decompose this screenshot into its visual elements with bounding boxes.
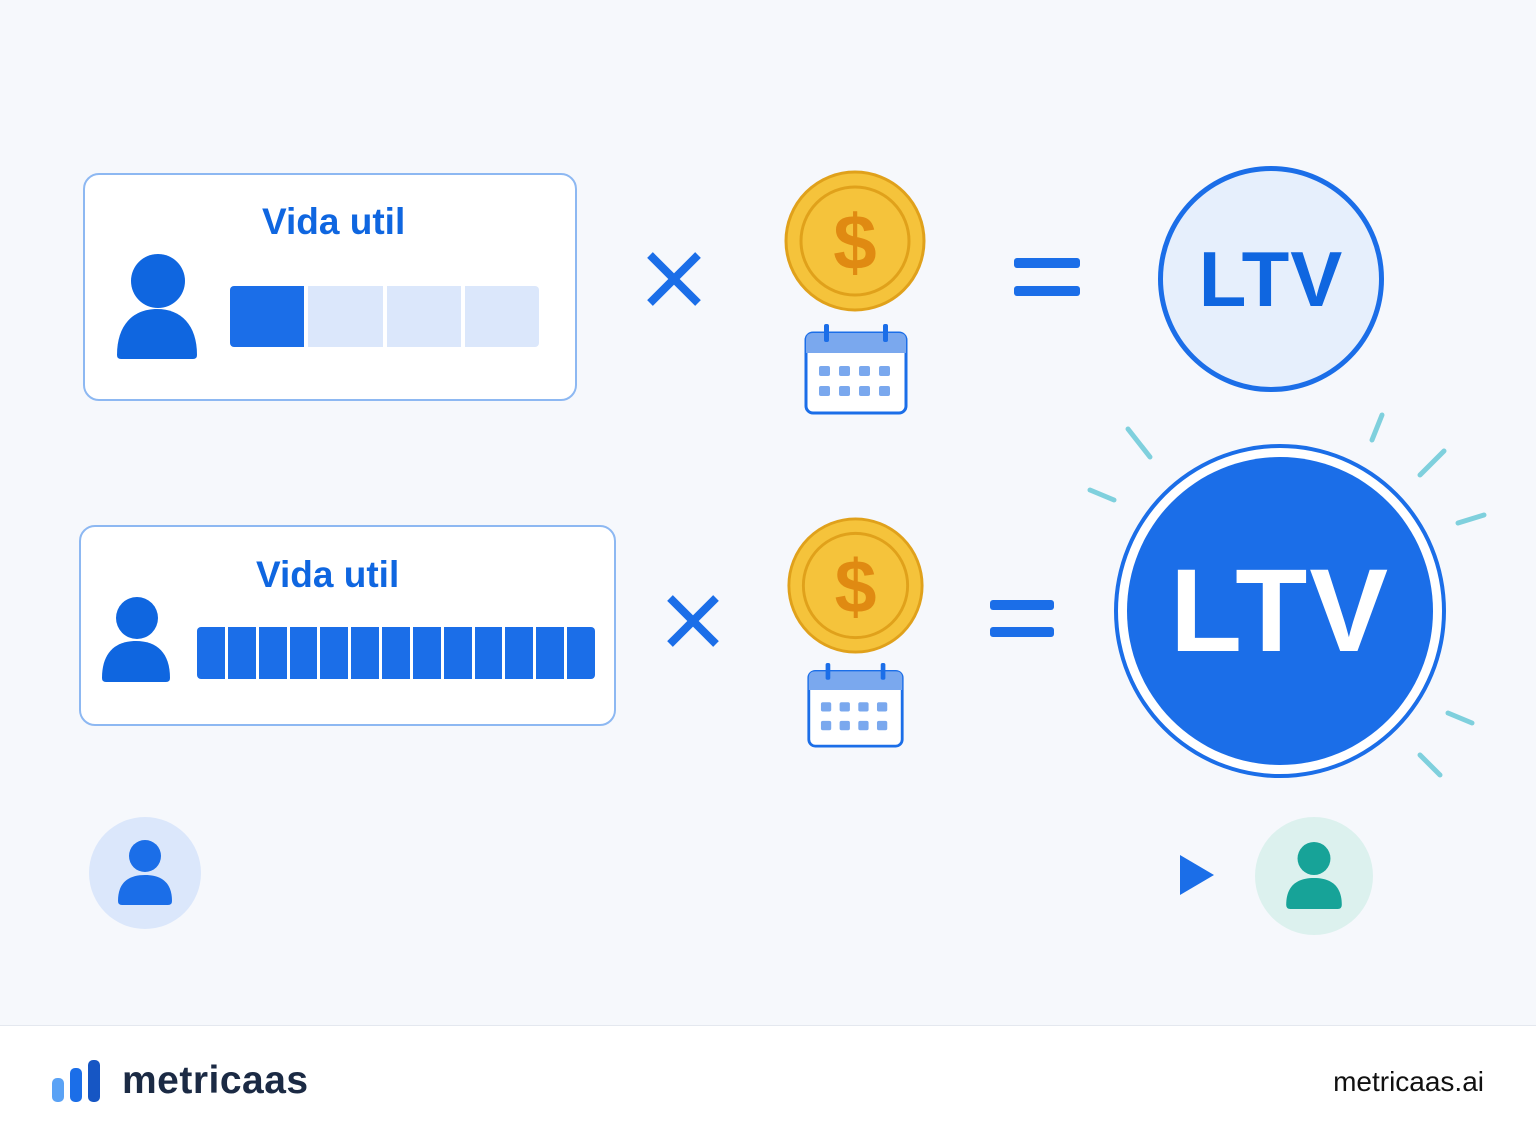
lifetime-progress-bar	[230, 286, 539, 347]
progress-segment-empty	[386, 286, 461, 347]
ltv-label: LTV	[1169, 545, 1391, 677]
progress-segment-filled	[230, 286, 305, 347]
progress-segment-filled	[227, 627, 256, 679]
svg-text:$: $	[833, 198, 876, 286]
card-title: Vida util	[262, 201, 406, 242]
sparkle-lines	[1087, 412, 1487, 778]
dollar-coin-icon: $	[787, 517, 924, 654]
progress-segment-filled	[320, 627, 349, 679]
multiply-icon	[667, 595, 719, 647]
ltv-result-large: LTV	[1127, 457, 1433, 765]
multiply-icon	[647, 252, 701, 306]
customer-start-avatar	[89, 817, 201, 929]
arrow-right-icon	[228, 855, 1214, 895]
footer: metricaas metricaas.ai	[0, 1025, 1536, 1137]
equals-icon	[990, 600, 1056, 638]
progress-segment-filled	[474, 627, 503, 679]
progress-segment-filled	[567, 627, 595, 679]
progress-segment-empty	[308, 286, 383, 347]
user-icon	[102, 597, 170, 682]
ltv-result-small: LTV	[1158, 166, 1384, 392]
bar-chart-logo-icon	[52, 1060, 100, 1102]
calendar-icon	[807, 662, 904, 748]
lifetime-card-long: Vida util	[79, 525, 616, 726]
calendar-icon	[804, 324, 908, 415]
progress-segment-filled	[197, 627, 225, 679]
svg-text:$: $	[835, 545, 877, 629]
progress-segment-filled	[351, 627, 380, 679]
progress-segment-filled	[443, 627, 472, 679]
progress-segment-filled	[289, 627, 318, 679]
customer-end-avatar	[1255, 817, 1373, 935]
dollar-coin-icon: $	[784, 170, 926, 312]
progress-segment-filled	[505, 627, 534, 679]
site-url[interactable]: metricaas.ai	[1333, 1066, 1484, 1097]
lifetime-card-short: Vida util	[83, 173, 577, 401]
lifetime-progress-bar	[197, 627, 595, 679]
user-icon	[117, 254, 197, 359]
progress-segment-filled	[412, 627, 441, 679]
equals-icon	[1014, 258, 1080, 296]
user-icon	[1286, 842, 1342, 909]
ltv-label: LTV	[1198, 234, 1344, 323]
card-title: Vida util	[256, 554, 400, 595]
progress-segment-filled	[382, 627, 410, 679]
progress-segment-filled	[536, 627, 565, 679]
progress-segment-empty	[464, 286, 539, 347]
progress-segment-filled	[258, 627, 287, 679]
brand-name: metricaas	[122, 1059, 309, 1102]
user-icon	[118, 840, 172, 905]
